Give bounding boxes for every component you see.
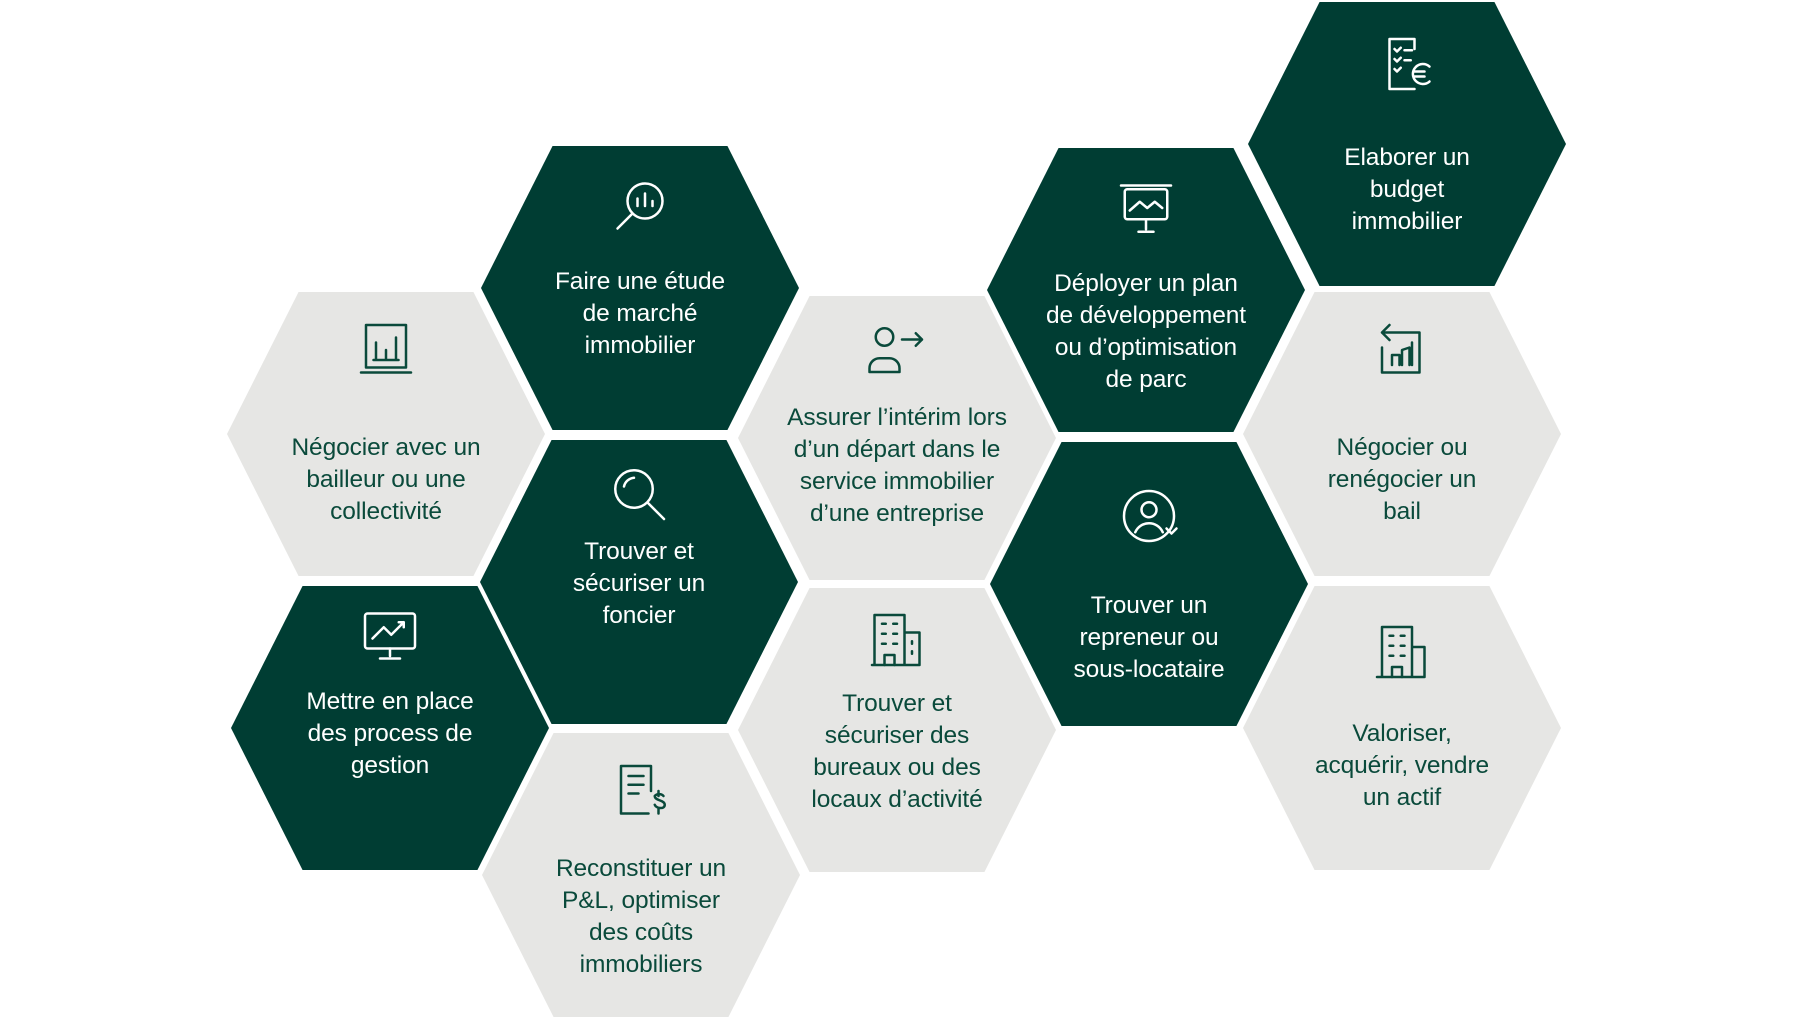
hexagon-label: Négocier avec un bailleur ou une collect… bbox=[291, 434, 481, 525]
hexagon-mettre-process: Mettre en place des process de gestion bbox=[231, 586, 549, 870]
hexagon-label: Négocier ou renégocier un bail bbox=[1327, 434, 1477, 525]
hexagon-trouver-bureaux: Trouver et sécuriser des bureaux ou des … bbox=[738, 588, 1056, 872]
search-icon bbox=[609, 464, 669, 524]
hexagon-negocier-bailleur: Négocier avec un bailleur ou une collect… bbox=[227, 292, 545, 576]
hexagon-label: Mettre en place des process de gestion bbox=[306, 688, 474, 779]
hexagon-label: Elaborer un budget immobilier bbox=[1344, 144, 1470, 235]
hexagon-elaborer-budget: Elaborer un budget immobilier bbox=[1248, 2, 1566, 286]
hexagon-label: Trouver un repreneur ou sous-locataire bbox=[1073, 592, 1225, 683]
hexagon-negocier-bail: Négocier ou renégocier un bail bbox=[1243, 292, 1561, 576]
hexagon-label: Trouver et sécuriser un foncier bbox=[572, 538, 706, 629]
hexagon-label: Déployer un plan de développement ou d’o… bbox=[1046, 270, 1246, 393]
bar-chart-board-icon bbox=[356, 320, 416, 380]
hexagon-label: Reconstituer un P&L, optimiser des coûts… bbox=[555, 855, 727, 978]
chart-return-icon bbox=[1372, 320, 1432, 380]
hexagon-reconstituer-pl: Reconstituer un P&L, optimiser des coûts… bbox=[482, 733, 800, 1017]
office-building-icon bbox=[867, 610, 927, 670]
hexagon-trouver-foncier: Trouver et sécuriser un foncier bbox=[480, 440, 798, 724]
invoice-euro-icon bbox=[1377, 34, 1437, 94]
hexagon-deployer-plan: Déployer un plan de développement ou d’o… bbox=[987, 148, 1305, 432]
user-arrow-icon bbox=[867, 322, 927, 382]
hexagon-faire-etude: Faire une étude de marché immobilier bbox=[481, 146, 799, 430]
magnifier-chart-icon bbox=[610, 176, 670, 236]
hexagon-label: Assurer l’intérim lors d’un départ dans … bbox=[787, 404, 1007, 527]
hexagon-trouver-repreneur: Trouver un repreneur ou sous-locataire bbox=[990, 442, 1308, 726]
hexagon-label: Valoriser, acquérir, vendre un actif bbox=[1314, 720, 1490, 811]
user-refresh-icon bbox=[1119, 486, 1179, 546]
presentation-board-icon bbox=[1116, 178, 1176, 238]
hexagon-valoriser-actif: Valoriser, acquérir, vendre un actif bbox=[1243, 586, 1561, 870]
hexagon-label: Trouver et sécuriser des bureaux ou des … bbox=[811, 690, 983, 813]
hexagon-label: Faire une étude de marché immobilier bbox=[554, 268, 726, 359]
building-icon bbox=[1372, 622, 1432, 682]
monitor-chart-icon bbox=[360, 606, 420, 666]
document-dollar-icon bbox=[611, 761, 671, 821]
hexagon-assurer-interim: Assurer l’intérim lors d’un départ dans … bbox=[738, 296, 1056, 580]
